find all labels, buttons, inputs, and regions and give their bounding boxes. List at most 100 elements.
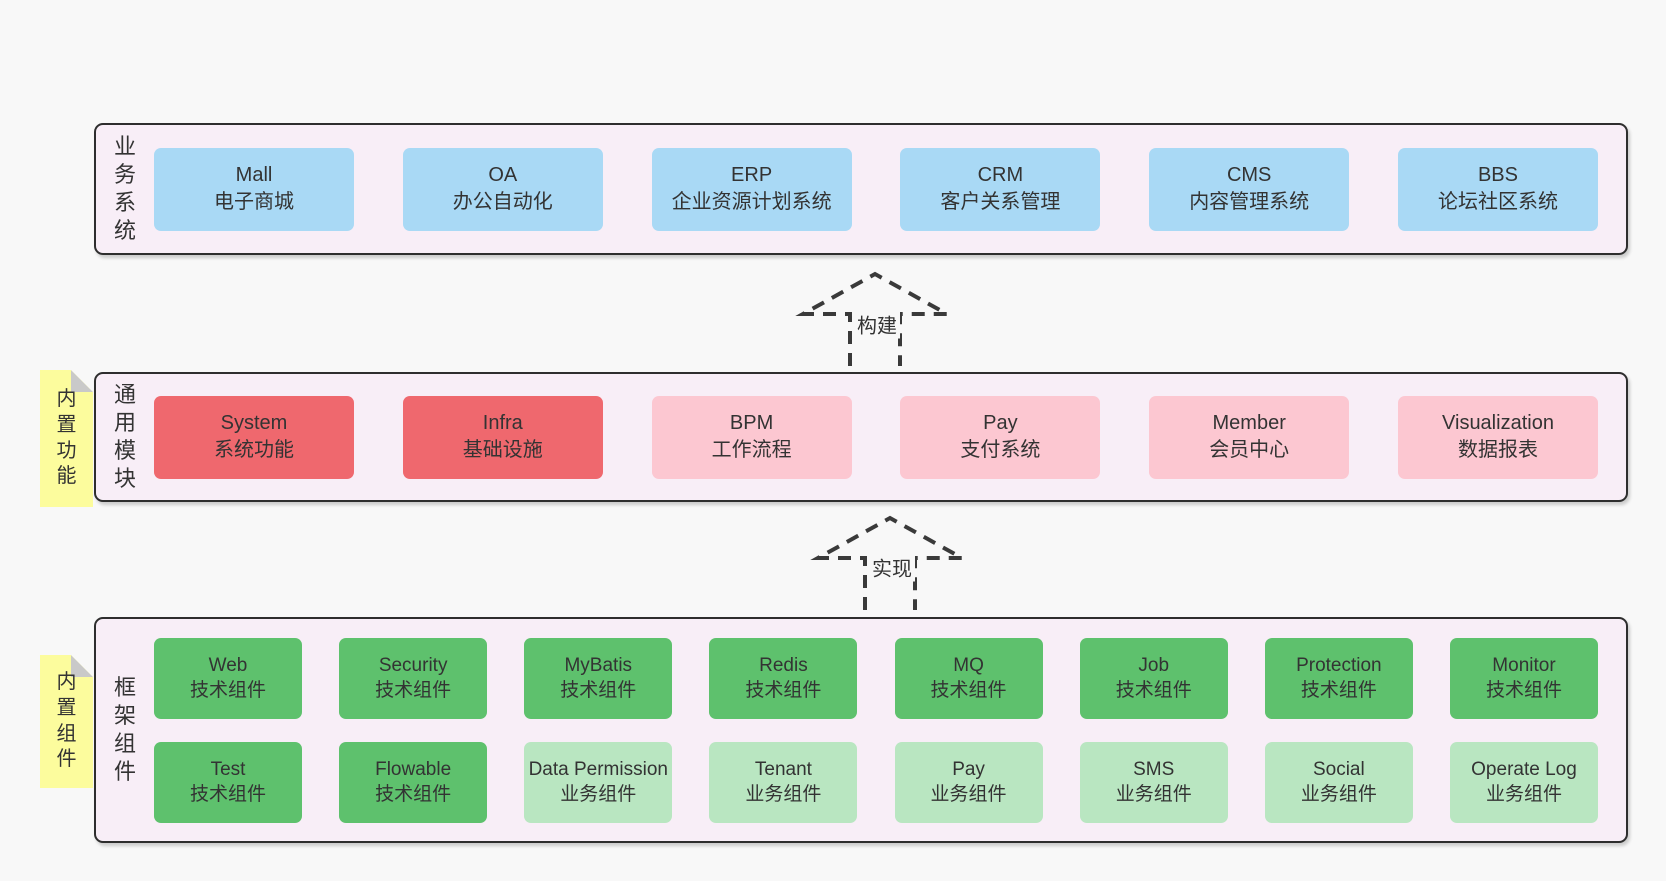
box-security: Security 技术组件 bbox=[339, 637, 488, 719]
box-mybatis: MyBatis 技术组件 bbox=[524, 637, 673, 719]
box-subtitle: 办公自动化 bbox=[452, 191, 553, 213]
box-system: System 系统功能 bbox=[154, 395, 354, 479]
box-subtitle: 论坛社区系统 bbox=[1437, 191, 1558, 213]
box-subtitle: 业务组件 bbox=[745, 784, 822, 805]
box-bbs: BBS 论坛社区系统 bbox=[1397, 147, 1598, 231]
box-subtitle: 业务组件 bbox=[1115, 784, 1192, 805]
box-pay: Pay 业务组件 bbox=[894, 741, 1043, 823]
box-title: CMS bbox=[1226, 164, 1272, 187]
box-monitor: Monitor 技术组件 bbox=[1449, 637, 1598, 719]
box-title: Monitor bbox=[1492, 654, 1556, 676]
box-protection: Protection 技术组件 bbox=[1264, 637, 1413, 719]
box-social: Social 业务组件 bbox=[1264, 741, 1413, 823]
box-title: Data Permission bbox=[528, 758, 668, 780]
sticky-built-in-components-label: 内置组件 bbox=[56, 671, 77, 771]
arrow-build-label: 构建 bbox=[854, 309, 900, 339]
box-subtitle: 技术组件 bbox=[1300, 680, 1377, 701]
box-infra: Infra 基础设施 bbox=[402, 395, 603, 479]
box-title: Test bbox=[210, 758, 246, 780]
box-subtitle: 工作流程 bbox=[711, 439, 792, 461]
box-title: Security bbox=[378, 654, 448, 676]
box-mall: Mall 电子商城 bbox=[154, 147, 354, 231]
box-subtitle: 技术组件 bbox=[189, 784, 266, 805]
box-title: BBS bbox=[1477, 164, 1518, 187]
box-subtitle: 会员中心 bbox=[1209, 439, 1290, 461]
box-visualization: Visualization 数据报表 bbox=[1397, 395, 1598, 479]
box-subtitle: 技术组件 bbox=[189, 680, 266, 701]
box-title: Pay bbox=[952, 758, 985, 780]
box-subtitle: 技术组件 bbox=[375, 784, 452, 805]
box-job: Job 技术组件 bbox=[1079, 637, 1228, 719]
box-title: Redis bbox=[759, 654, 808, 676]
box-bpm: BPM 工作流程 bbox=[651, 395, 852, 479]
box-subtitle: 技术组件 bbox=[375, 680, 452, 701]
box-title: MQ bbox=[953, 654, 984, 676]
panel-framework-components-label: 框架组件 bbox=[113, 674, 136, 785]
box-title: MyBatis bbox=[564, 654, 633, 676]
sticky-built-in-features-label: 内置功能 bbox=[56, 388, 77, 488]
box-title: Visualization bbox=[1442, 412, 1554, 435]
box-subtitle: 电子商城 bbox=[214, 191, 294, 213]
box-member: Member 会员中心 bbox=[1149, 395, 1350, 479]
box-subtitle: 技术组件 bbox=[560, 680, 637, 701]
box-title: Social bbox=[1312, 758, 1365, 780]
box-erp: ERP 企业资源计划系统 bbox=[651, 147, 852, 231]
box-title: Tenant bbox=[754, 758, 812, 780]
box-subtitle: 业务组件 bbox=[560, 784, 637, 805]
box-subtitle: 企业资源计划系统 bbox=[671, 191, 832, 213]
box-title: BPM bbox=[729, 412, 774, 435]
box-subtitle: 技术组件 bbox=[745, 680, 822, 701]
box-redis: Redis 技术组件 bbox=[709, 637, 858, 719]
box-subtitle: 客户关系管理 bbox=[940, 191, 1061, 213]
box-cms: CMS 内容管理系统 bbox=[1149, 147, 1350, 231]
box-title: Pay bbox=[983, 412, 1018, 435]
arrow-build-icon bbox=[795, 271, 955, 366]
box-tenant: Tenant 业务组件 bbox=[709, 741, 858, 823]
box-title: OA bbox=[488, 164, 518, 187]
box-sms: SMS 业务组件 bbox=[1079, 741, 1228, 823]
box-title: SMS bbox=[1133, 758, 1175, 780]
box-subtitle: 系统功能 bbox=[214, 439, 294, 461]
panel-label-column: 通用模块 bbox=[96, 374, 154, 500]
box-title: System bbox=[220, 412, 288, 435]
panel-common-modules-label: 通用模块 bbox=[113, 381, 136, 492]
box-test: Test 技术组件 bbox=[154, 741, 302, 823]
box-subtitle: 数据报表 bbox=[1457, 439, 1538, 461]
box-subtitle: 业务组件 bbox=[1300, 784, 1377, 805]
box-subtitle: 基础设施 bbox=[462, 439, 543, 461]
box-title: Job bbox=[1138, 654, 1170, 676]
box-oa: OA 办公自动化 bbox=[402, 147, 603, 231]
box-title: Protection bbox=[1296, 654, 1382, 676]
panel-label-column: 框架组件 bbox=[96, 619, 154, 841]
box-mq: MQ 技术组件 bbox=[894, 637, 1043, 719]
box-title: Mall bbox=[235, 164, 273, 187]
box-subtitle: 业务组件 bbox=[930, 784, 1007, 805]
sticky-note-built-in-features: 内置功能 bbox=[40, 370, 93, 507]
arrow-implement-icon bbox=[810, 515, 970, 610]
sticky-note-built-in-components: 内置组件 bbox=[40, 655, 93, 788]
panel-business-systems-label: 业务系统 bbox=[113, 133, 136, 244]
box-title: Member bbox=[1212, 412, 1286, 435]
box-title: ERP bbox=[731, 164, 773, 187]
box-subtitle: 技术组件 bbox=[930, 680, 1007, 701]
box-subtitle: 技术组件 bbox=[1485, 680, 1562, 701]
box-subtitle: 内容管理系统 bbox=[1189, 191, 1310, 213]
box-subtitle: 技术组件 bbox=[1115, 680, 1192, 701]
arrow-implement-label: 实现 bbox=[869, 552, 915, 582]
box-subtitle: 业务组件 bbox=[1485, 784, 1562, 805]
box-title: Infra bbox=[482, 412, 523, 435]
box-title: Flowable bbox=[375, 758, 452, 780]
